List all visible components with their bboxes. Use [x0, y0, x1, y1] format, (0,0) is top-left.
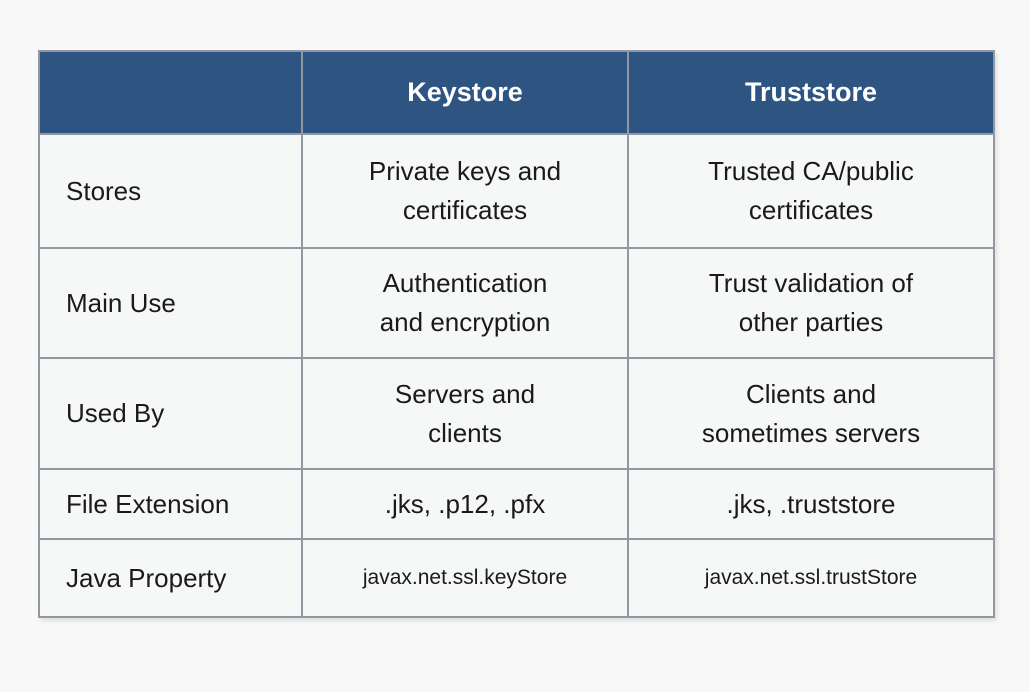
corner-cell	[38, 50, 303, 135]
keystore-truststore-comparison-table: Keystore Truststore Stores Private keys …	[38, 50, 995, 618]
table-row-stores: Stores Private keys and certificates Tru…	[38, 133, 995, 249]
cell-used-by-truststore: Clients and sometimes servers	[627, 357, 995, 470]
cell-stores-truststore: Trusted CA/public certificates	[627, 133, 995, 249]
table-row-java-property: Java Property javax.net.ssl.keyStore jav…	[38, 538, 995, 618]
cell-main-use-keystore: Authentication and encryption	[301, 247, 629, 359]
cell-stores-keystore: Private keys and certificates	[301, 133, 629, 249]
cell-used-by-keystore: Servers and clients	[301, 357, 629, 470]
row-label-file-extension: File Extension	[38, 468, 303, 540]
table-row-used-by: Used By Servers and clients Clients and …	[38, 357, 995, 470]
cell-main-use-truststore: Trust validation of other parties	[627, 247, 995, 359]
row-label-java-property: Java Property	[38, 538, 303, 618]
column-header-truststore: Truststore	[627, 50, 995, 135]
table-row-file-extension: File Extension .jks, .p12, .pfx .jks, .t…	[38, 468, 995, 540]
cell-java-property-keystore: javax.net.ssl.keyStore	[301, 538, 629, 618]
row-label-main-use: Main Use	[38, 247, 303, 359]
cell-java-property-truststore: javax.net.ssl.trustStore	[627, 538, 995, 618]
column-header-keystore: Keystore	[301, 50, 629, 135]
row-label-stores: Stores	[38, 133, 303, 249]
row-label-used-by: Used By	[38, 357, 303, 470]
header-row: Keystore Truststore	[38, 50, 995, 135]
table-row-main-use: Main Use Authentication and encryption T…	[38, 247, 995, 359]
cell-file-extension-keystore: .jks, .p12, .pfx	[301, 468, 629, 540]
cell-file-extension-truststore: .jks, .truststore	[627, 468, 995, 540]
